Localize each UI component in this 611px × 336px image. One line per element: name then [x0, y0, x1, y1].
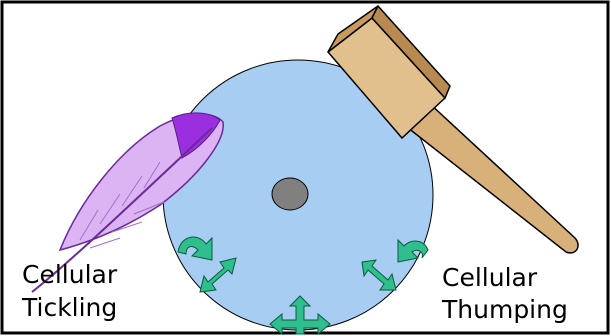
nucleus-dot	[272, 178, 308, 210]
label-left-line1: Cellular	[22, 260, 118, 289]
label-right-line1: Cellular	[442, 263, 538, 292]
label-right-line2: Thumping	[441, 295, 568, 324]
label-left-line2: Tickling	[21, 293, 117, 322]
